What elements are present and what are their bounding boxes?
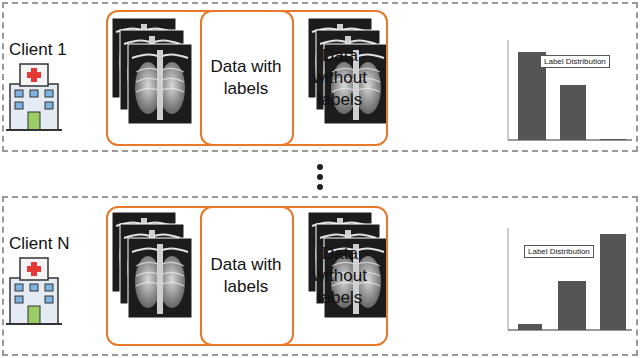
client-name: Client 1: [9, 40, 89, 60]
box-label: Data without labels: [303, 243, 377, 309]
bar-chart: [508, 40, 632, 140]
bar-chart: [508, 228, 632, 330]
client-panel: Client N Data with labels Data without lab…: [2, 196, 638, 356]
chart-title-wrap: Label Distribution: [540, 50, 610, 68]
hospital-icon: [6, 258, 62, 324]
box-label: Data with labels: [204, 254, 288, 298]
box-label: Data with labels: [204, 56, 288, 100]
client-panel: Client 1 Data with labels Data without lab…: [2, 2, 638, 152]
data-box: Data without labels: [200, 10, 388, 146]
chart-title: Label Distribution: [524, 245, 594, 258]
box-label: Data without labels: [303, 45, 377, 111]
chart-title-wrap: Label Distribution: [524, 240, 594, 258]
ellipsis-dot: [317, 184, 323, 190]
client-name: Client N: [9, 234, 89, 254]
data-box: Data without labels: [200, 206, 388, 346]
hospital-icon: [6, 64, 62, 130]
ellipsis-dot: [317, 174, 323, 180]
ellipsis-dot: [317, 164, 323, 170]
chart-title: Label Distribution: [540, 55, 610, 68]
